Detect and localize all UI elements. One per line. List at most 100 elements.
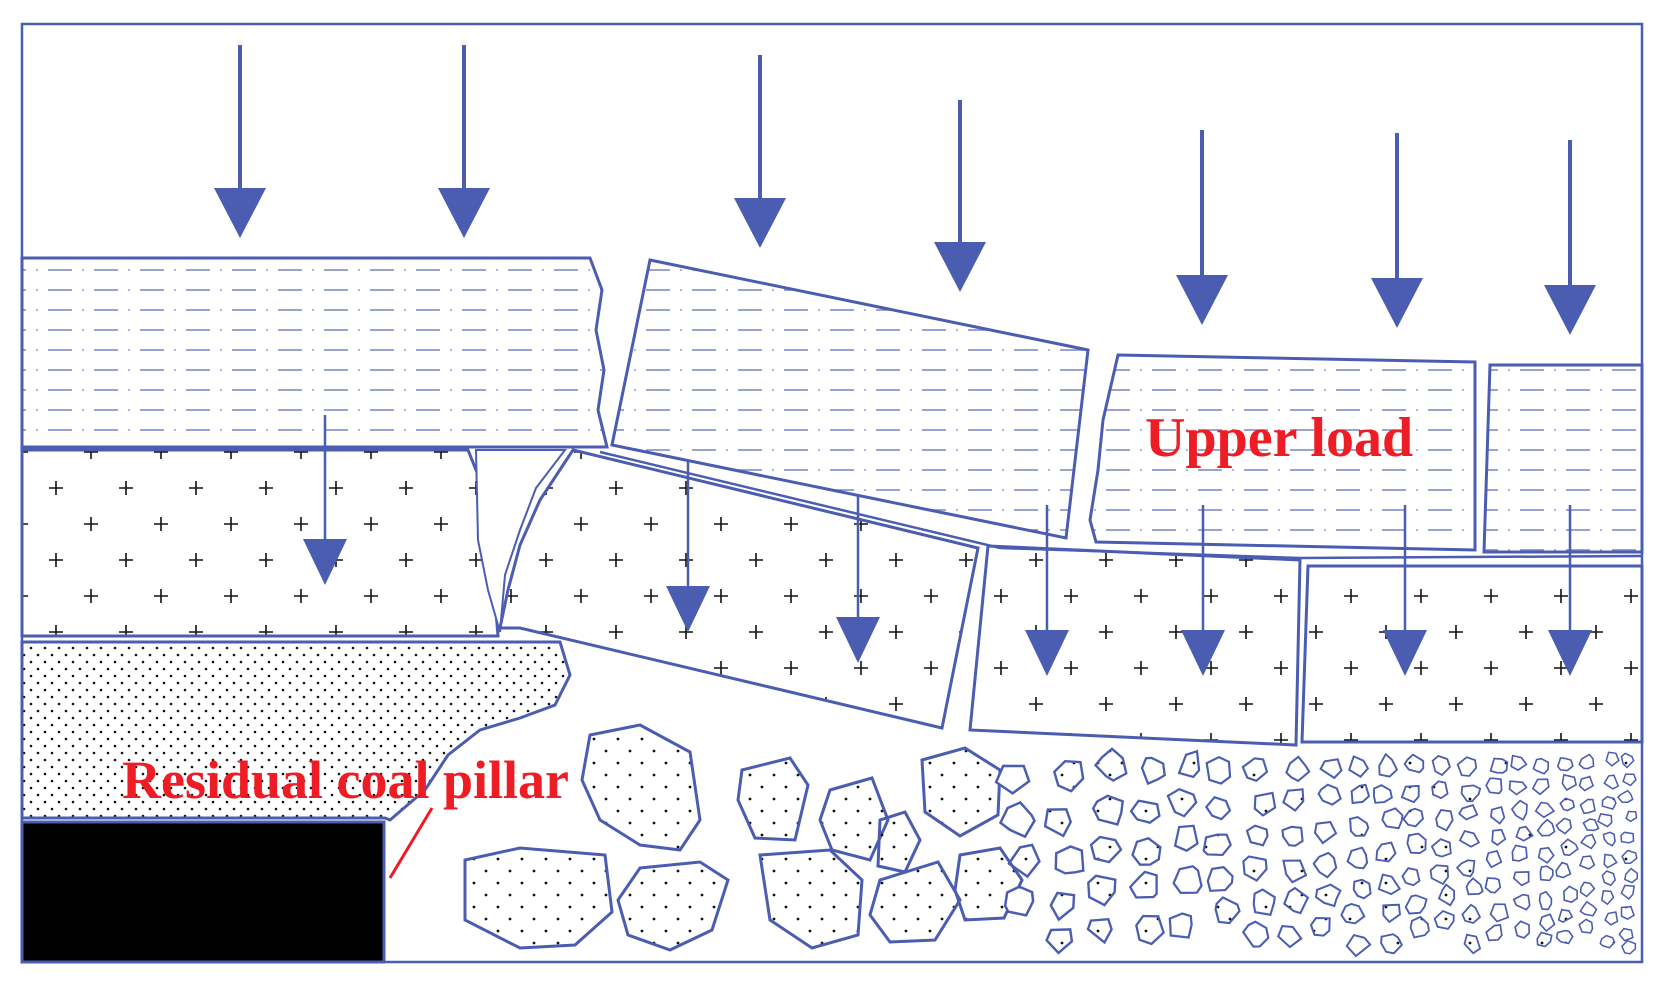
rubble-block (1579, 755, 1593, 769)
rubble-block (618, 862, 728, 950)
rubble-block (760, 850, 862, 948)
rubble-block (1536, 803, 1554, 818)
rubble-block (1131, 801, 1159, 823)
rubble-block (1174, 866, 1202, 893)
rubble-block (1561, 839, 1578, 855)
middle-stratum-block-4 (1302, 566, 1642, 742)
rubble-block (1539, 848, 1554, 863)
rubble-block (1088, 876, 1115, 905)
rubble-block (1462, 785, 1481, 801)
rubble-block (1311, 918, 1330, 936)
rubble-block (1512, 845, 1527, 861)
rubble-block (1556, 863, 1570, 878)
rubble-block (1619, 929, 1633, 941)
rubble-block (1142, 758, 1165, 784)
rubble-block (1604, 855, 1617, 868)
middle-stratum-block-1 (22, 450, 498, 636)
rubble-block (1465, 935, 1481, 954)
rubble-block (1348, 848, 1368, 869)
rubble-block (1278, 926, 1301, 947)
rubble-block (1580, 777, 1594, 791)
rubble-block (1168, 789, 1196, 816)
rubble-block (1207, 757, 1230, 783)
rubble-block (1626, 812, 1636, 822)
rubble-block (1411, 917, 1429, 938)
rubble-block (1432, 839, 1451, 856)
rubble-block (1170, 914, 1192, 938)
rubble-block (1354, 880, 1371, 899)
rubble-block (1247, 826, 1268, 846)
rubble-block (1243, 922, 1268, 947)
rubble-block (1560, 798, 1574, 810)
upper-load-arrow (934, 100, 986, 292)
rubble-block (1316, 885, 1340, 906)
rubble-block (1093, 796, 1123, 825)
rubble-block (1512, 801, 1527, 820)
rubble-block (1402, 868, 1419, 885)
rubble-block (1516, 827, 1532, 841)
rubble-block (1208, 867, 1233, 891)
rubble-block (1533, 759, 1548, 774)
upper-load-arrow (734, 55, 786, 248)
upper-load-label: Upper load (1145, 407, 1413, 469)
rubble-block (1286, 757, 1309, 781)
rubble-block (1540, 866, 1553, 880)
rubble-block (1284, 861, 1307, 883)
rubble-block (1600, 936, 1614, 948)
upper-load-arrow (438, 45, 490, 238)
rubble-block (922, 748, 1000, 836)
rubble-block (1540, 892, 1552, 910)
rubble-block (465, 848, 612, 948)
upper-stratum-block-4 (1484, 365, 1642, 552)
rubble-block (1243, 857, 1266, 881)
rubble-block (1604, 832, 1616, 845)
rubble-block (1514, 872, 1529, 886)
rubble-block (1458, 757, 1477, 776)
rubble-block (1467, 878, 1483, 894)
rubble-block (870, 862, 960, 942)
rubble-block (1486, 778, 1501, 793)
rubble-block (1216, 897, 1240, 923)
rubble-block (1533, 779, 1549, 794)
upper-load-arrow (1176, 130, 1228, 325)
rubble-block (1045, 809, 1071, 836)
rubble-block (1583, 819, 1598, 830)
middle-stratum-block-3 (970, 546, 1300, 745)
rubble-block (1459, 805, 1477, 819)
rubble-block (582, 725, 700, 850)
rubble-block (1179, 751, 1199, 777)
rubble-block (1491, 759, 1508, 773)
rubble-block (1622, 907, 1635, 919)
rubble-block (1091, 837, 1121, 862)
rubble-block (1558, 758, 1573, 771)
rubble-block (1538, 820, 1555, 836)
rubble-block (1581, 835, 1595, 849)
rubble-block (1383, 905, 1400, 922)
rubble-block (1491, 904, 1509, 921)
rubble-block (1622, 753, 1634, 767)
rubble-block (1486, 925, 1502, 941)
rubble-block (1054, 761, 1083, 791)
rubble-block (1433, 756, 1450, 775)
rubble-block (1579, 919, 1592, 933)
rubble-block (1606, 752, 1619, 766)
residual-coal-pillar (22, 822, 384, 962)
rubble-block (1314, 853, 1337, 877)
rubble-block (1136, 916, 1163, 944)
rubble-block (1621, 885, 1634, 899)
rubble-block (1315, 822, 1336, 843)
rubble-block (1206, 797, 1230, 819)
rubble-block (1492, 830, 1505, 845)
rubble-block (1382, 808, 1402, 828)
rubble-block (1254, 890, 1275, 915)
rubble-block (1283, 827, 1303, 846)
rubble-block (1005, 887, 1033, 916)
rubble-block (1435, 911, 1454, 929)
rubble-block (1511, 756, 1526, 771)
rubble-block (1051, 893, 1074, 920)
rubble-block (1284, 888, 1308, 913)
rubble-block (1352, 785, 1369, 803)
rubble-block (1618, 791, 1633, 803)
rubble-block (1204, 835, 1231, 855)
